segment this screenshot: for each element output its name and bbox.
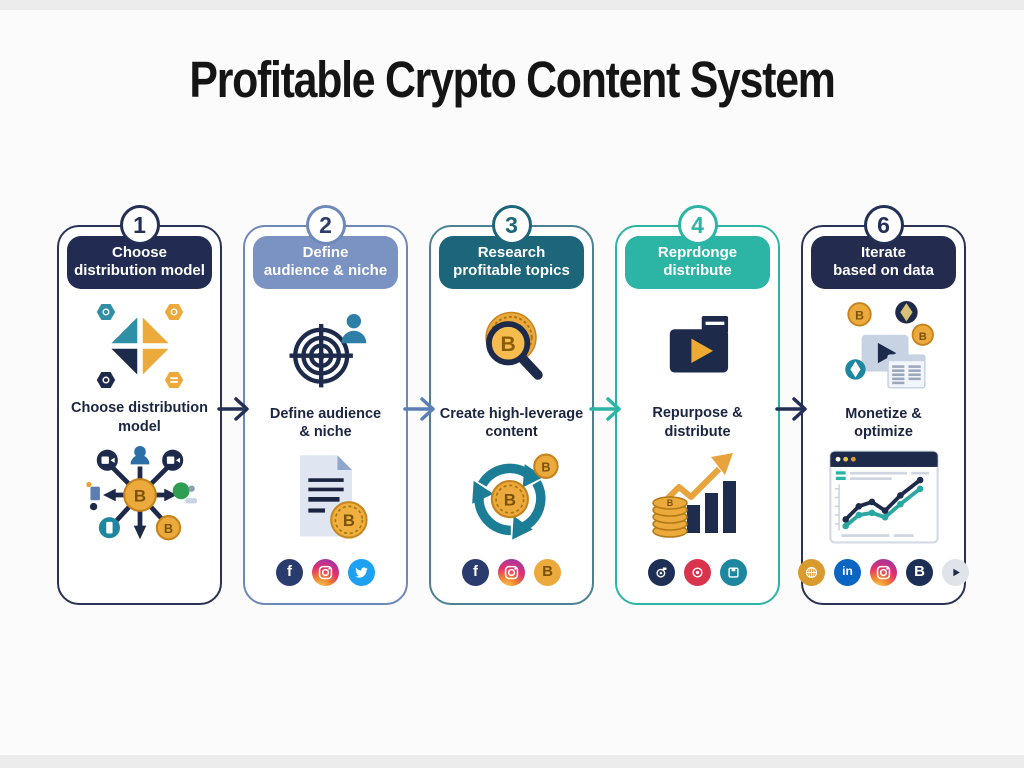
svg-text:B: B xyxy=(342,511,354,530)
step-label: Define audience & niche xyxy=(269,405,382,441)
crypto-media-cluster-icon: B B xyxy=(844,300,934,389)
step-card-5: 6 Iterate based on data B B xyxy=(798,205,969,605)
instagram-icon xyxy=(312,558,339,586)
step-card-1: 1 Choose distribution model Choose xyxy=(57,205,222,605)
svg-text:B: B xyxy=(133,486,145,505)
svg-text:B: B xyxy=(500,333,515,356)
svg-text:B: B xyxy=(503,490,515,509)
page-title: Profitable Crypto Content System xyxy=(189,51,835,108)
coins-growth-chart-icon: B xyxy=(651,453,736,539)
flow-arrow-3 xyxy=(589,397,621,421)
audience-target-icon xyxy=(289,313,366,387)
svg-text:B: B xyxy=(855,308,864,322)
step-label: Monetize & optimize xyxy=(845,405,922,441)
video-folder-icon xyxy=(669,316,728,373)
facebook-icon: f xyxy=(462,558,489,586)
linkedin-icon: in xyxy=(834,558,861,586)
instagram-icon xyxy=(870,558,897,586)
target-circle-icon xyxy=(684,558,711,586)
bitcoin-globe-icon xyxy=(798,558,825,586)
step-header: Reprdonge distribute xyxy=(625,236,770,289)
flow-arrow-2 xyxy=(403,397,435,421)
bitcoin-magnifier-icon: B xyxy=(484,311,543,380)
document-bitcoin-icon: B xyxy=(299,455,368,539)
distribution-pinwheel-icon xyxy=(96,303,183,388)
social-row: f B xyxy=(431,551,592,603)
step-label: Create high-leverage content xyxy=(439,405,584,441)
step-label: Choose distribution model xyxy=(71,400,208,436)
top-edge-strip xyxy=(0,0,1024,10)
save-circle-icon xyxy=(720,558,747,586)
step-card-3: 3 Research profitable topics B Create hi… xyxy=(429,205,594,605)
step-label: Repurpose & distribute xyxy=(652,404,743,440)
flow-arrow-1 xyxy=(217,397,249,421)
step-number-badge: 3 xyxy=(491,205,532,245)
step-number-badge: 4 xyxy=(677,205,718,245)
social-row: f xyxy=(245,551,406,603)
social-row xyxy=(617,551,778,603)
bitcoin-recycle-icon: B B xyxy=(471,453,559,540)
social-row: in B xyxy=(798,551,969,603)
bitcoin-network-icon: B B xyxy=(85,445,197,541)
svg-text:B: B xyxy=(541,459,550,474)
play-circle-icon xyxy=(942,558,969,586)
step-header: Define audience & niche xyxy=(253,236,398,289)
svg-text:B: B xyxy=(666,498,673,508)
step-number-badge: 6 xyxy=(863,205,904,245)
step-card-2: 2 Define audience & niche Define audienc… xyxy=(243,205,408,605)
svg-text:B: B xyxy=(163,522,172,536)
camera-circle-icon xyxy=(648,558,675,586)
bottom-edge-strip xyxy=(0,755,1024,768)
bitcoin-coin-icon: B xyxy=(534,558,561,586)
analytics-dashboard-icon xyxy=(828,450,939,544)
step-card-4: 4 Reprdonge distribute Repurpose & distr… xyxy=(615,205,780,605)
svg-text:B: B xyxy=(918,330,926,342)
instagram-icon xyxy=(498,558,525,586)
step-number-badge: 2 xyxy=(305,205,346,245)
step-number-badge: 1 xyxy=(119,205,160,245)
flow-arrow-4 xyxy=(775,397,807,421)
twitter-icon xyxy=(348,558,375,586)
letter-b-circle-icon: B xyxy=(906,558,933,586)
social-row-empty xyxy=(59,553,220,603)
facebook-icon: f xyxy=(276,558,303,586)
